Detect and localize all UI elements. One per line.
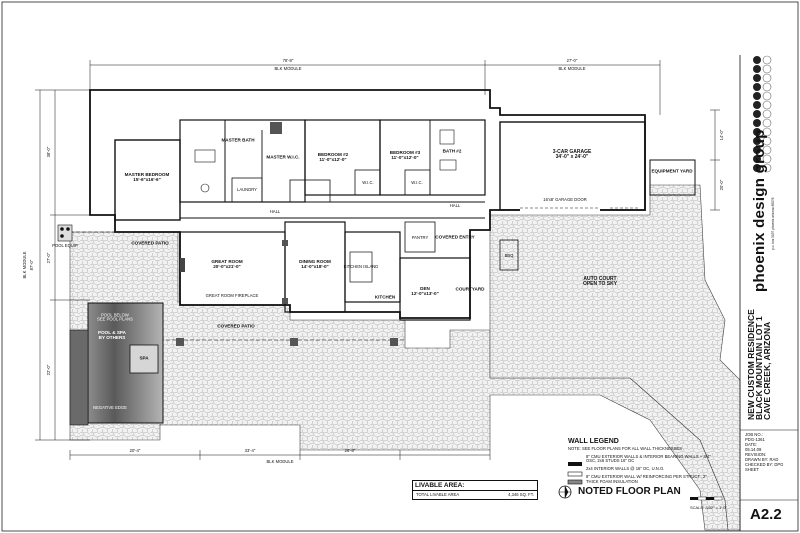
firm-name: phoenix design group (751, 129, 768, 292)
room-label-covered-patio-south: COVERED PATIO (217, 323, 255, 329)
dim-top-overall-note: BLK MODULE (274, 65, 302, 71)
livable-area-title: LIVABLE AREA: (413, 481, 537, 491)
wall-legend-item: 8" CMU EXTERIOR WALLS & INTERIOR BEARING… (586, 453, 711, 464)
room-label-pantry: PANTRY (411, 234, 429, 240)
label-negative-edge: NEGATIVE EDGE (93, 404, 127, 410)
label-kitchen-island: KITCHEN ISLAND (343, 263, 379, 269)
room-label-laundry: LAUNDRY (237, 186, 257, 192)
pool-equipment-pad (57, 224, 73, 242)
label-pool-equip: POOL EQUIP (52, 242, 78, 248)
room-label-courtyard: COURTYARD (455, 286, 485, 292)
dim-left-lower: 22'-0" (45, 364, 51, 376)
label-bbq: BBQ (504, 252, 514, 258)
room-label-covered-patio-west: COVERED PATIO (131, 240, 169, 246)
dim-bottom-a: 20'-4" (129, 447, 141, 453)
graphic-scale-bar (690, 496, 723, 501)
negative-edge (69, 329, 89, 426)
dimension-lines (35, 60, 720, 460)
dim-right-b: 20'-0" (718, 179, 724, 191)
dim-bottom-b: 33'-4" (244, 447, 256, 453)
job-info: JOB NO.: PDG-1361 DATE: 05.14.09 REVISIO… (745, 432, 784, 472)
legend-swatch-stud (567, 471, 583, 477)
room-label-hall2: HALL (449, 202, 461, 208)
room-label-master-wic: MASTER W.I.C. (266, 154, 300, 160)
spa (129, 344, 159, 374)
equipment-yard-walls (649, 159, 696, 196)
room-label-hall1: HALL (269, 208, 281, 214)
den-walls (399, 257, 471, 321)
dim-left-note: BLK MODULE (21, 251, 27, 279)
room-label-master-bath: MASTER BATH (221, 137, 255, 143)
wall-legend-item: 2x4 INTERIOR WALLS @ 16" OC, U.N.O. (586, 466, 665, 472)
dim-top-overall: 78'-8" (282, 57, 294, 63)
room-label-kitchen: KITCHEN (374, 294, 396, 300)
dim-right-a: 14'-0" (718, 129, 724, 141)
dim-left-mid: 27'-0" (45, 252, 51, 264)
project-title: NEW CUSTOM RESIDENCE BLACK MOUNTAIN LOT … (746, 309, 772, 420)
dim-bottom-note: BLK MODULE (266, 458, 294, 464)
dim-top-right-note: BLK MODULE (558, 65, 586, 71)
bedroom3-walls (379, 119, 486, 196)
dim-top-right: 27'-0" (566, 57, 578, 63)
note-garage-door: 16'x8' GARAGE DOOR (543, 196, 587, 202)
wall-legend-title: WALL LEGEND (568, 438, 619, 445)
plan-title: NOTED FLOOR PLAN (560, 486, 681, 497)
room-label-equipment-yard: EQUIPMENT YARD (651, 168, 693, 174)
label-spa: SPA (139, 355, 149, 361)
room-label-wic2: W.I.C. (362, 179, 374, 185)
legend-swatch-insulated (567, 479, 583, 485)
firm-address: p.o. box 5037 phoenix arizona 85076 (771, 197, 775, 250)
wall-legend: WALL LEGEND NOTE: SEE FLOOR PLANS FOR AL… (568, 438, 716, 485)
room-label-wic3: W.I.C. (411, 179, 423, 185)
dim-left-total: 87'-0" (28, 259, 34, 271)
legend-swatch-cmu (568, 462, 582, 466)
dim-left-upper: 38'-0" (45, 146, 51, 158)
sheet-number: A2.2 (750, 506, 782, 523)
wall-legend-note: NOTE: SEE FLOOR PLANS FOR ALL WALL THICK… (568, 445, 682, 451)
wall-legend-item: 8" CMU EXTERIOR WALL W/ REINFORCING PER … (586, 473, 707, 484)
dim-bottom-c: 28'-8" (344, 447, 356, 453)
note-fireplace: GREAT ROOM FIREPLACE (205, 292, 259, 298)
room-label-covered-entry: COVERED ENTRY (435, 234, 475, 240)
firm-logo-dots (753, 56, 761, 172)
scale-note: SCALE: 3/32" = 1'-0" (690, 505, 728, 510)
room-label-bath2: BATH #2 (442, 148, 462, 154)
plan-title-text: NOTED FLOOR PLAN (578, 486, 681, 497)
